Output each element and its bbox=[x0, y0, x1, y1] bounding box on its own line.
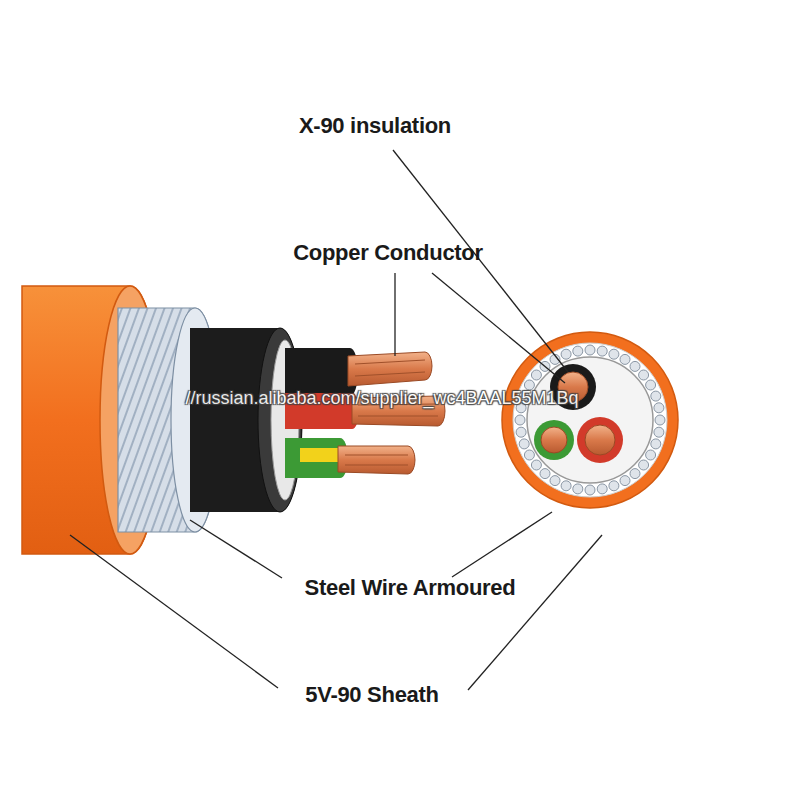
section-armour-ring bbox=[513, 343, 667, 497]
armour-wire bbox=[651, 391, 661, 401]
armour-wire bbox=[646, 380, 656, 390]
armour-wire bbox=[519, 439, 529, 449]
armour-wire bbox=[585, 485, 595, 495]
section-sheath bbox=[502, 332, 678, 508]
armour-wire bbox=[550, 476, 560, 486]
armour-wire bbox=[646, 450, 656, 460]
armour-wire bbox=[620, 354, 630, 364]
armour-wire bbox=[654, 403, 664, 413]
armour-wire bbox=[651, 439, 661, 449]
section-copper bbox=[585, 425, 615, 455]
armour-wire bbox=[561, 481, 571, 491]
armour-wire bbox=[609, 481, 619, 491]
copper-strand-bottom bbox=[338, 446, 415, 474]
armour-wire bbox=[630, 469, 640, 479]
armour-wire bbox=[654, 427, 664, 437]
part-label: 5V-90 Sheath bbox=[305, 682, 438, 708]
armour-wire bbox=[597, 484, 607, 494]
armour-wire bbox=[561, 349, 571, 359]
armour-wire bbox=[524, 450, 534, 460]
armour-wire bbox=[573, 484, 583, 494]
leader-lines bbox=[70, 150, 602, 690]
armour-wire bbox=[609, 349, 619, 359]
armour-wire bbox=[516, 427, 526, 437]
armour-wire bbox=[639, 460, 649, 470]
armour-wire bbox=[630, 361, 640, 371]
section-bedding bbox=[527, 357, 653, 483]
copper-strand-top bbox=[348, 352, 432, 386]
armour-wire bbox=[597, 346, 607, 356]
part-label: X-90 insulation bbox=[299, 113, 451, 139]
yellow-stripe bbox=[300, 448, 340, 462]
section-copper bbox=[541, 427, 567, 453]
section-green-core bbox=[534, 420, 574, 460]
part-label: Copper Conductor bbox=[293, 240, 483, 266]
armour-wire bbox=[573, 346, 583, 356]
armour-wires bbox=[515, 345, 665, 495]
watermark: //russian.alibaba.com/supplier_wc4BAAL55… bbox=[185, 388, 578, 410]
armour-wire bbox=[531, 460, 541, 470]
part-label: Steel Wire Armoured bbox=[305, 575, 516, 601]
armour-wire bbox=[515, 415, 525, 425]
armour-wire bbox=[585, 345, 595, 355]
armour-wire bbox=[620, 476, 630, 486]
armour-wire bbox=[531, 370, 541, 380]
section-red-core bbox=[577, 417, 623, 463]
armour-wire bbox=[639, 370, 649, 380]
armour-wire bbox=[655, 415, 665, 425]
strand-lines bbox=[345, 360, 438, 465]
armour-wire bbox=[540, 469, 550, 479]
